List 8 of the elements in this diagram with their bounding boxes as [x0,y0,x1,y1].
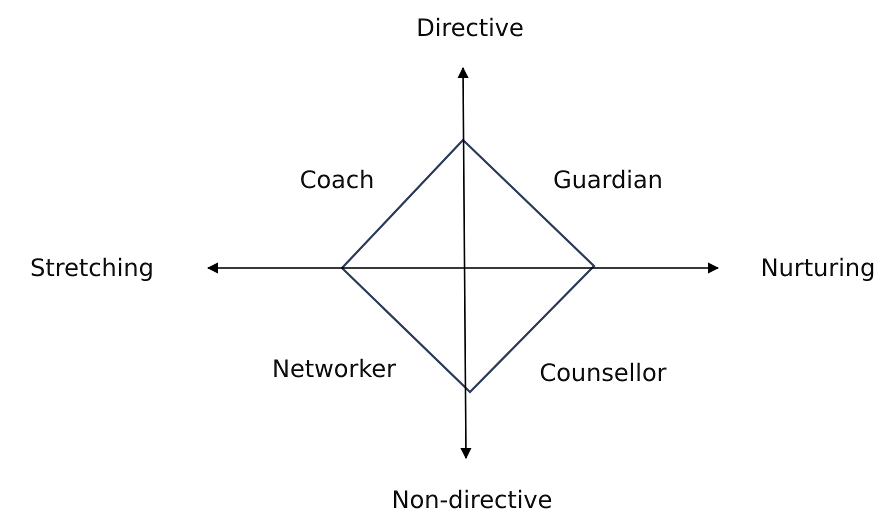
axis-label: Directive [416,14,524,42]
quadrant-label: Networker [272,355,396,383]
quadrant-label: Counsellor [539,359,667,387]
axis-label: Non-directive [392,486,552,514]
axis-label: Stretching [30,254,154,282]
quadrant-label: Coach [300,166,374,194]
quadrant-label: Guardian [553,166,663,194]
axis-label: Nurturing [760,254,876,282]
